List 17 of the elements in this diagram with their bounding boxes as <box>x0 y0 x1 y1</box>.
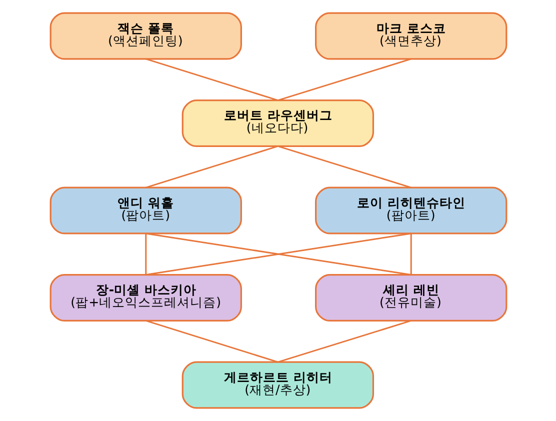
connector <box>277 146 411 188</box>
connector <box>410 233 412 275</box>
connector <box>145 146 278 188</box>
node-box: 셰리 레빈 (전유미술) <box>314 274 507 322</box>
connector <box>145 232 411 276</box>
node-box: 장-미셸 바스키아 (팝+네오익스프레셔니즘) <box>49 274 242 322</box>
node-box: 마크 로스코 (색면추상) <box>314 12 507 60</box>
node-box: 앤디 워홀 (팝아트) <box>49 186 242 234</box>
connector <box>144 233 146 275</box>
connector <box>145 320 278 363</box>
connector <box>145 58 278 101</box>
node-box: 로이 리히텐슈타인 (팝아트) <box>314 186 507 234</box>
node-box: 잭슨 폴록 (액션페인팅) <box>49 12 242 60</box>
connector <box>277 320 411 363</box>
node-box: 게르하르트 리히터 (재현/추상) <box>181 361 374 409</box>
node-box: 로버트 라우센버그 (네오다다) <box>181 99 374 147</box>
connector <box>277 58 411 101</box>
